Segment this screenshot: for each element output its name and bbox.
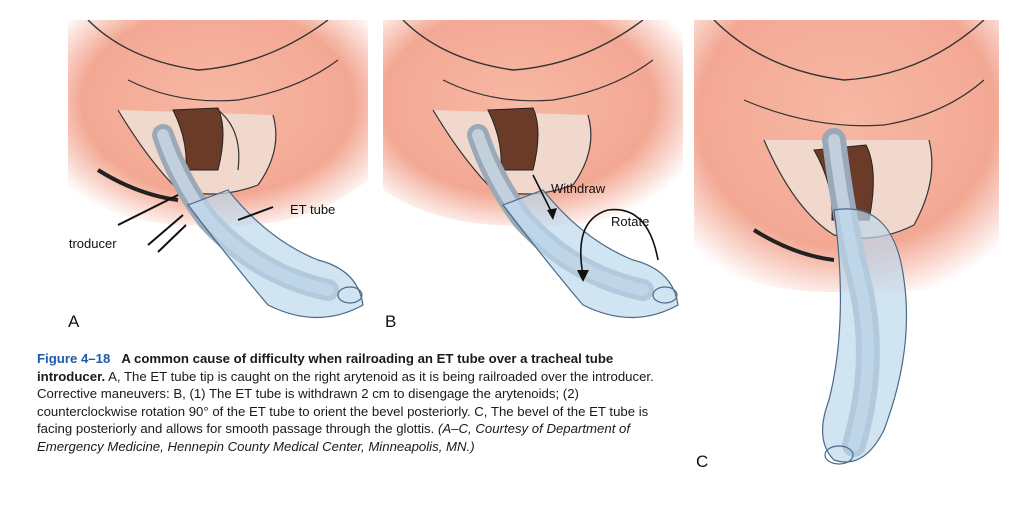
figure-body: A, The ET tube tip is caught on the righ… (37, 368, 654, 437)
panel-letter-a: A (68, 312, 80, 331)
panel-a: ET tube Introducer A (68, 20, 368, 340)
panel-c-illustration (694, 20, 999, 470)
figure-number: Figure 4–18 (37, 351, 111, 366)
figure-title: A common cause of difficulty when railro… (37, 351, 614, 384)
panel-b: Withdraw Rotate B (383, 20, 683, 340)
callout-rotate: Rotate (611, 214, 649, 229)
panel-letter-b: B (385, 312, 397, 331)
panel-b-illustration: Withdraw Rotate (383, 20, 683, 340)
callout-withdraw: Withdraw (551, 181, 606, 196)
panel-c: C (694, 20, 999, 471)
panel-a-illustration: ET tube Introducer (68, 20, 368, 340)
callout-introducer: Introducer (68, 236, 117, 251)
figure-caption: Figure 4–18 A common cause of difficulty… (37, 350, 667, 456)
panel-letter-c: C (696, 452, 709, 471)
callout-et-tube: ET tube (290, 202, 335, 217)
figure-credit: (A–C, Courtesy of Department of Emergenc… (37, 421, 631, 454)
